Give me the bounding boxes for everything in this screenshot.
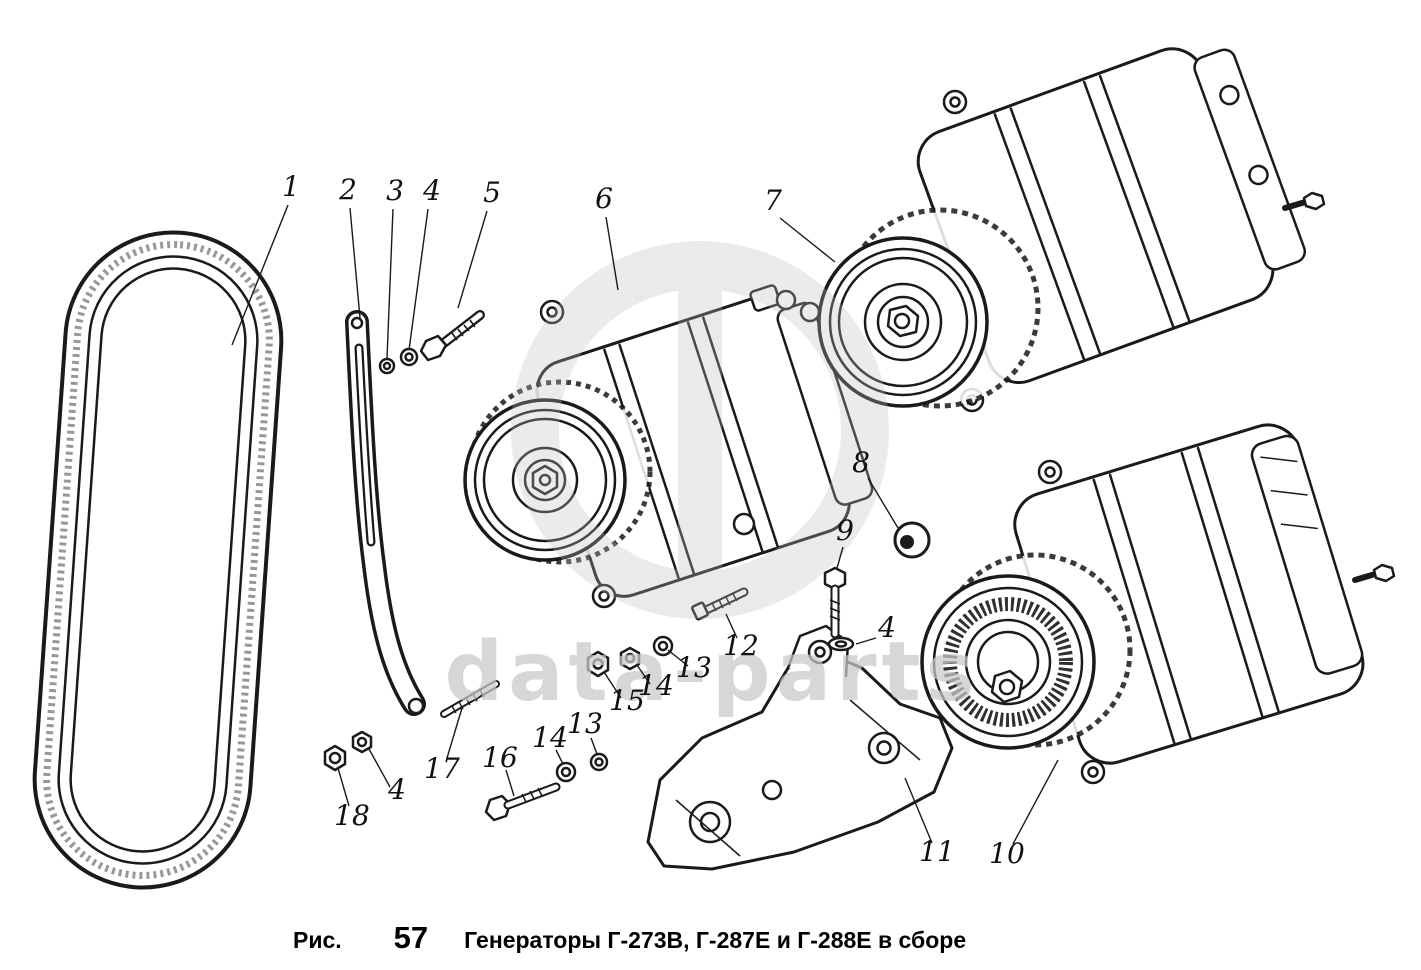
callout-leader-1	[231, 204, 289, 346]
callout-leader-15	[603, 671, 622, 699]
callout-leader-2	[349, 207, 361, 319]
callout-label-3: 3	[386, 174, 404, 207]
washer-14b	[555, 761, 577, 783]
callout-label-18: 18	[334, 799, 370, 832]
washer-4b	[827, 636, 855, 652]
callout-leader-14	[555, 749, 564, 765]
tension-arm	[345, 310, 426, 716]
generator-7-assembly	[817, 47, 1326, 413]
generator-10	[920, 423, 1396, 785]
bushing-8	[893, 521, 931, 559]
washer-13a	[652, 635, 674, 657]
washer-13b	[589, 752, 609, 772]
callout-leader-11	[904, 777, 933, 844]
callout-label-16: 16	[482, 741, 518, 774]
callout-leader-9	[836, 546, 844, 569]
watermark-logo	[511, 241, 889, 619]
v-belt	[32, 230, 284, 890]
callout-leader-6	[605, 216, 619, 291]
nut-18	[323, 744, 347, 772]
washer-4c	[351, 730, 373, 754]
callout-leader-13	[590, 737, 598, 755]
bolt-5	[419, 310, 485, 362]
callout-leader-3	[386, 208, 394, 359]
callout-label-9: 9	[836, 514, 854, 547]
callout-label-12: 12	[723, 629, 759, 662]
bolt-16	[484, 782, 561, 822]
callout-leader-10	[1012, 759, 1059, 845]
callout-leader-8	[867, 477, 899, 529]
callout-label-17: 17	[424, 752, 460, 785]
callout-leader-7	[779, 217, 836, 263]
stud-17	[440, 680, 500, 718]
callout-leader-14	[636, 664, 651, 685]
callout-leader-4	[408, 208, 429, 351]
watermark-text: data-parts	[444, 625, 979, 720]
callout-leader-16	[505, 769, 515, 797]
callout-label-8: 8	[852, 446, 870, 479]
stud-12	[691, 587, 749, 621]
callout-label-14: 14	[638, 669, 674, 702]
callout-label-7: 7	[764, 184, 782, 217]
washer-3	[378, 357, 396, 375]
callout-label-13: 13	[567, 707, 603, 740]
callout-label-13: 13	[676, 651, 712, 684]
caption-prefix: Рис.	[293, 927, 342, 953]
generator-6	[463, 284, 874, 609]
callout-label-15: 15	[609, 684, 645, 717]
callout-label-10: 10	[989, 837, 1025, 870]
nut-15	[586, 650, 610, 678]
callout-label-2: 2	[338, 173, 357, 206]
callout-leader-18	[337, 767, 350, 807]
callout-label-4: 4	[387, 773, 406, 806]
bolt-9	[823, 566, 847, 639]
callout-label-14: 14	[532, 721, 568, 754]
callout-label-6: 6	[595, 182, 613, 215]
figure-caption: Рис. 57 Генераторы Г-273В, Г-287Е и Г-28…	[293, 920, 966, 956]
mounting-bracket-11	[646, 624, 954, 871]
callout-leader-13	[667, 649, 689, 667]
callout-label-5: 5	[483, 176, 501, 209]
washer-4a	[399, 347, 419, 367]
callout-leader-17	[446, 707, 463, 759]
callout-label-1: 1	[282, 170, 300, 203]
callout-leader-5	[457, 210, 488, 309]
figure-title: Генераторы Г-273В, Г-287Е и Г-288Е в сбо…	[464, 927, 967, 953]
callout-label-4: 4	[877, 611, 896, 644]
callout-leader-4	[855, 637, 877, 645]
nut-14a	[619, 646, 641, 671]
callout-label-4: 4	[422, 174, 441, 207]
callout-leader-12	[725, 613, 738, 639]
callout-label-11: 11	[919, 835, 955, 868]
figure-number: 57	[393, 920, 429, 955]
callout-leader-4	[368, 748, 391, 788]
